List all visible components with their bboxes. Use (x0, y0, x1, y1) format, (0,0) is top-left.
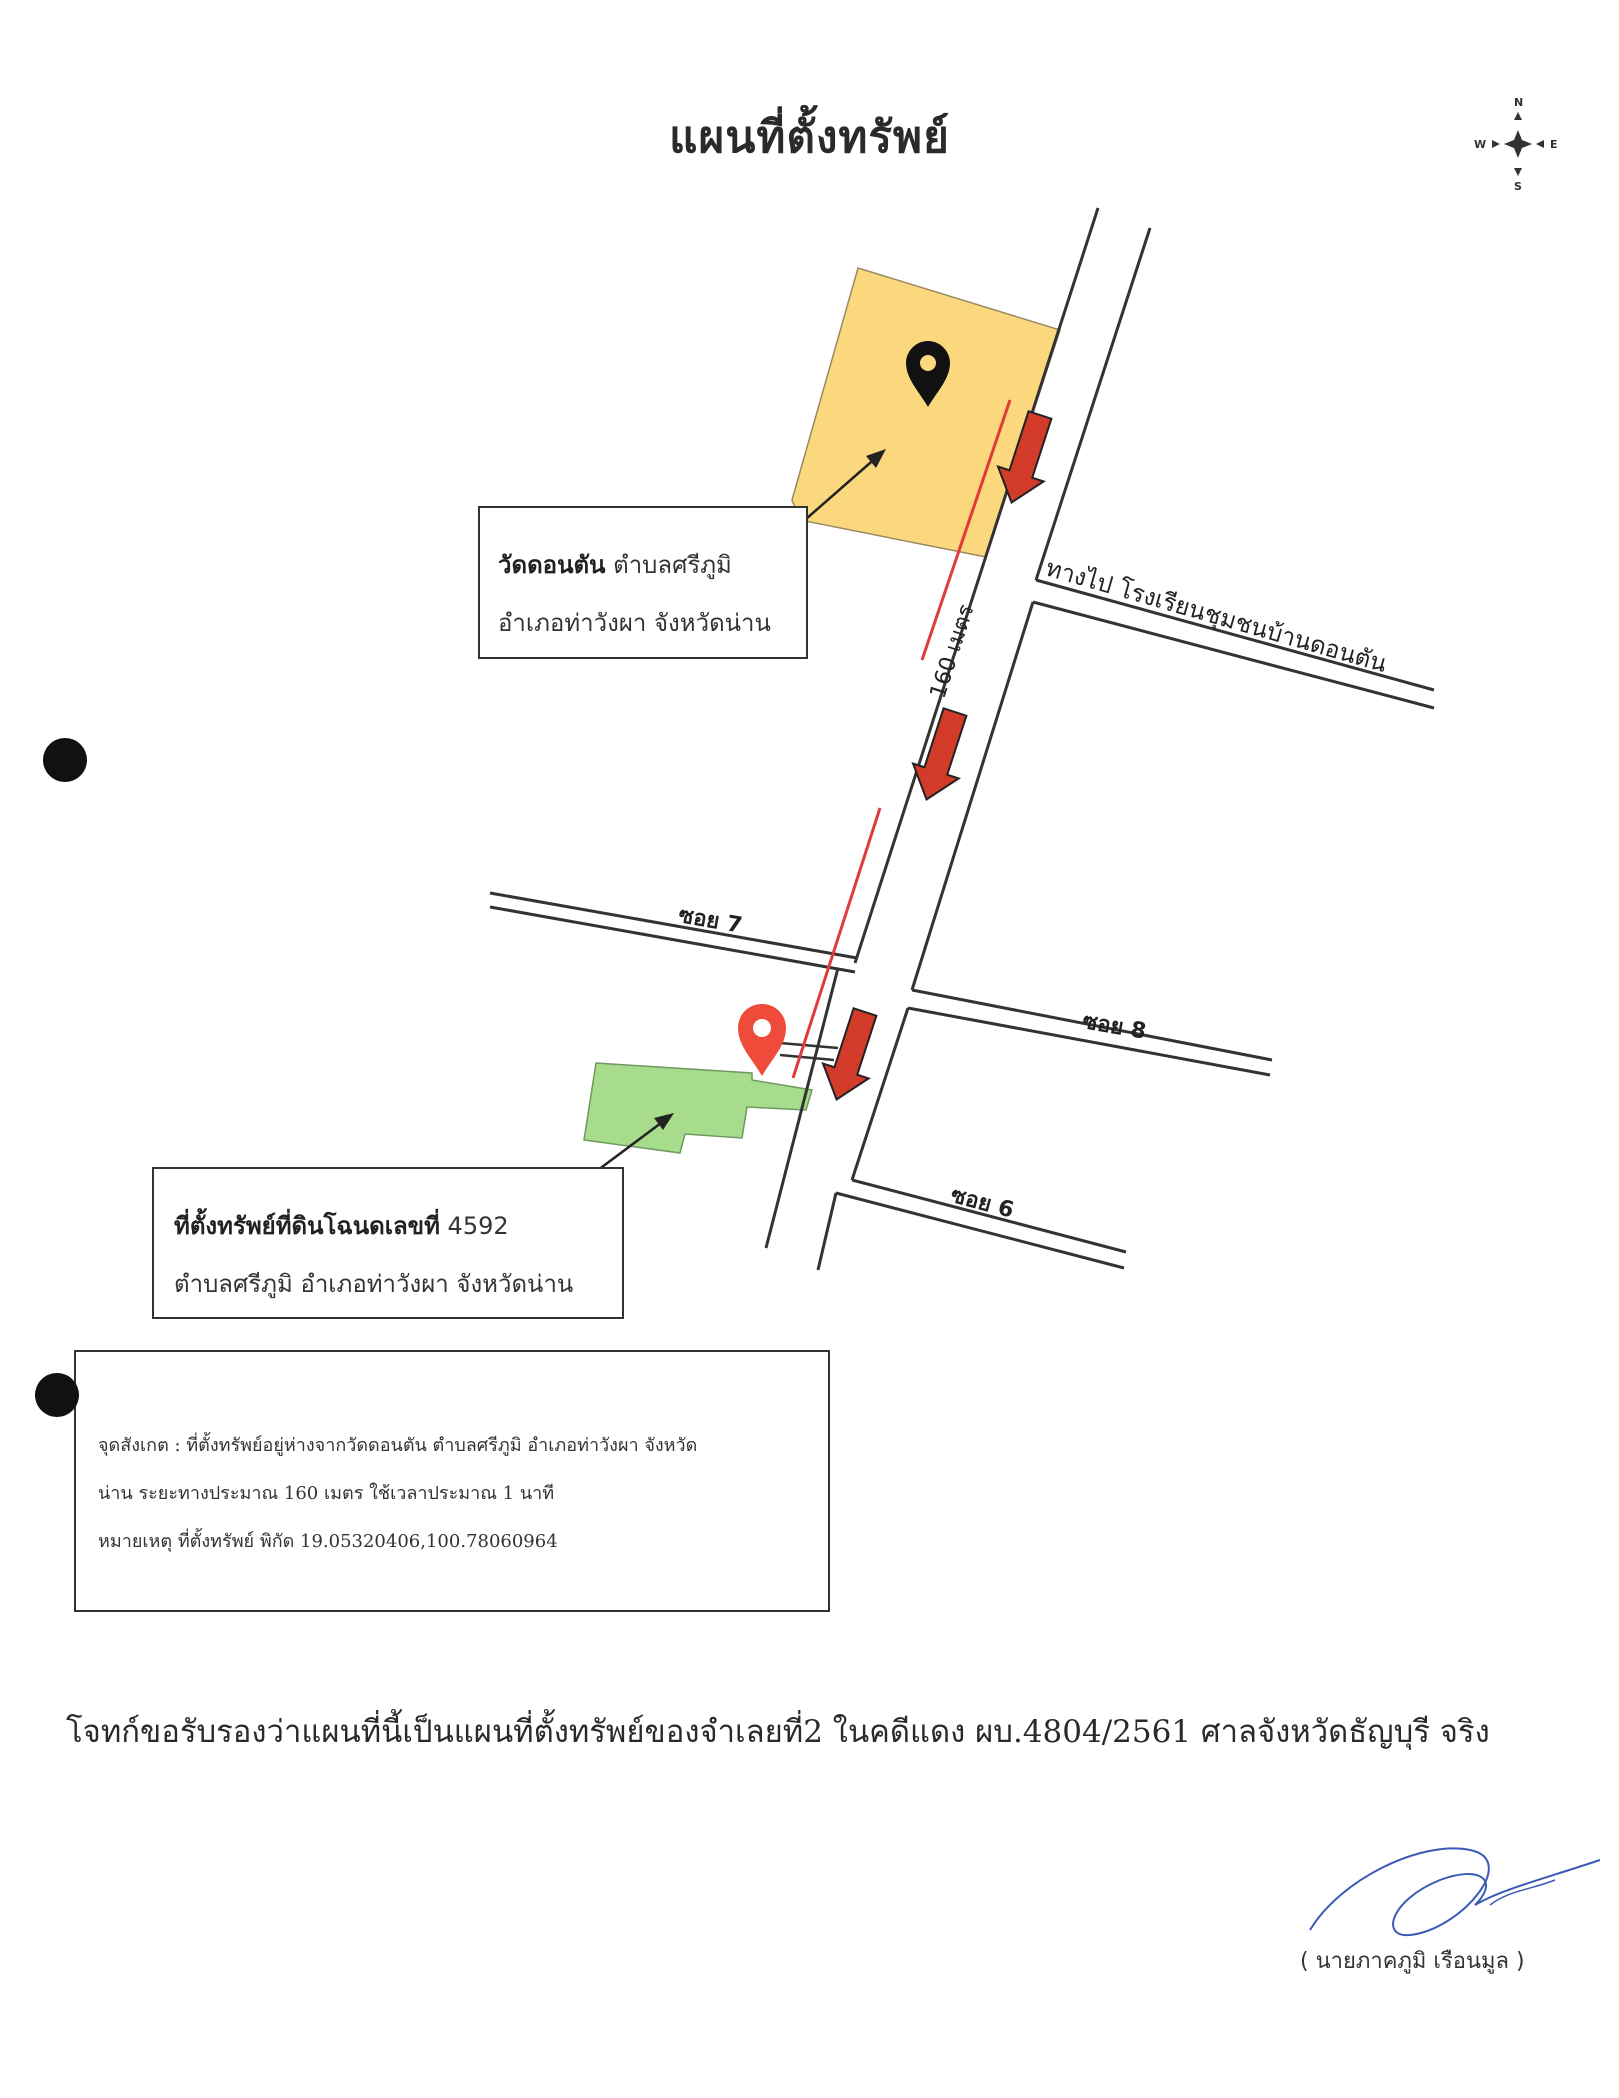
school-road-edge (1035, 578, 1435, 692)
note-line-2: น่าน ระยะทางประมาณ 160 เมตร ใช้เวลาประมา… (98, 1483, 555, 1504)
note-line-3: หมายเหตุ ที่ตั้งทรัพย์ พิกัด 19.05320406… (98, 1531, 558, 1552)
direction-arrow-icon (911, 707, 968, 802)
temple-area (791, 267, 1061, 558)
temple-callout: วัดดอนตัน ตำบลศรีภูมิ อำเภอท่าวังผา จังห… (478, 506, 808, 659)
main-road-edge (764, 967, 840, 1249)
lane-edge (779, 1053, 835, 1062)
note-line-1: จุดสังเกต : ที่ตั้งทรัพย์อยู่ห่างจากวัดด… (98, 1435, 698, 1456)
deed-number: 4592 (447, 1212, 509, 1240)
certification-text: โจทก์ขอรับรองว่าแผนที่นี้เป็นแผนที่ตั้งท… (66, 1714, 1490, 1750)
main-road-edge (816, 1192, 838, 1271)
punch-hole (35, 1373, 79, 1417)
distance-line (791, 807, 882, 1079)
compass-icon: N S W E (1474, 96, 1558, 193)
soi7-road-edge (489, 891, 858, 960)
temple-callout-line2: อำเภอท่าวังผา จังหวัดน่าน (498, 609, 771, 637)
signer-name: ( นายภาคภูมิ เรือนมูล ) (1300, 1949, 1525, 1974)
distance-line (920, 399, 1012, 661)
direction-arrow-icon (996, 410, 1053, 505)
compass-n: N (1514, 96, 1523, 109)
soi6-road-edge (835, 1191, 1125, 1270)
compass-e: E (1550, 138, 1558, 151)
soi8-road-edge (907, 1006, 1271, 1077)
land-callout-line1: ที่ตั้งทรัพย์ที่ดินโฉนดเลขที่ 4592 (174, 1197, 622, 1255)
compass-s: S (1514, 180, 1522, 193)
leader-arrow (805, 449, 886, 520)
leader-arrow (597, 1113, 674, 1172)
land-label: ที่ตั้งทรัพย์ที่ดินโฉนดเลขที่ (174, 1212, 440, 1240)
main-road-edge (850, 1007, 910, 1181)
temple-name: วัดดอนตัน (498, 551, 606, 579)
soi7-road-edge (489, 905, 856, 974)
punch-hole (43, 738, 87, 782)
land-callout-line2: ตำบลศรีภูมิ อำเภอท่าวังผา จังหวัดน่าน (174, 1270, 574, 1298)
temple-pin-icon (906, 341, 950, 407)
temple-callout-line1: วัดดอนตัน ตำบลศรีภูมิ (498, 536, 806, 594)
main-road-edge (910, 601, 1035, 991)
note-box: จุดสังเกต : ที่ตั้งทรัพย์อยู่ห่างจากวัดด… (74, 1350, 830, 1612)
signature-icon (1309, 1847, 1601, 1937)
page-title: แผนที่ตั้งทรัพย์ (669, 112, 950, 163)
land-parcel (583, 1062, 813, 1154)
land-callout: ที่ตั้งทรัพย์ที่ดินโฉนดเลขที่ 4592 ตำบลศ… (152, 1167, 624, 1319)
main-road-edge (853, 207, 1100, 964)
school-road-edge (1032, 600, 1435, 710)
temple-subdistrict: ตำบลศรีภูมิ (613, 551, 732, 579)
soi8-road-edge (911, 988, 1273, 1062)
soi6-road-edge (851, 1178, 1127, 1254)
land-pin-icon (738, 1004, 786, 1076)
direction-arrow-icon (821, 1007, 878, 1102)
lane-edge (779, 1041, 839, 1050)
main-road-edge (1034, 227, 1152, 581)
compass-w: W (1474, 138, 1486, 151)
